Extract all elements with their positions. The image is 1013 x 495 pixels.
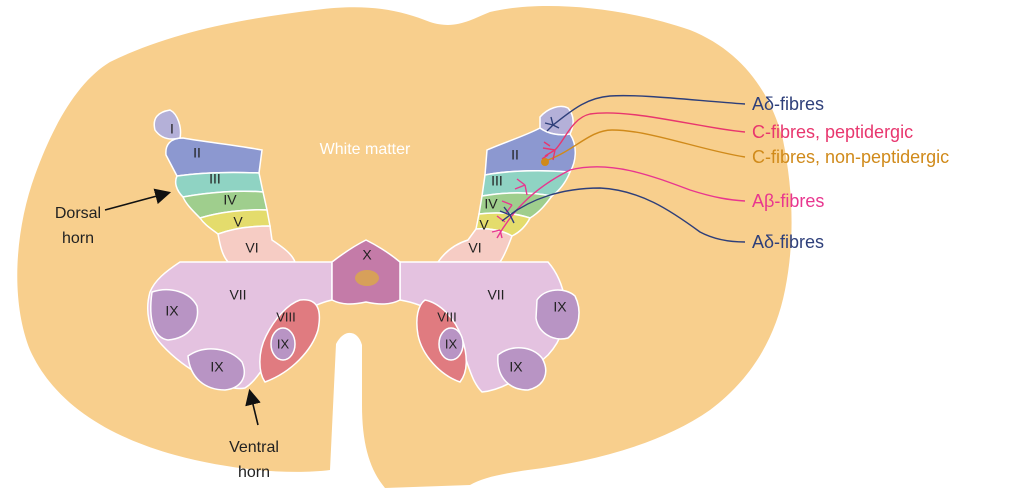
- lamina-label-IV-right: IV: [484, 196, 498, 212]
- lamina-label-V-left: V: [233, 214, 243, 230]
- lamina-label-II-left: II: [193, 145, 201, 161]
- lamina-label-III-right: III: [491, 173, 503, 189]
- white-matter-label: White matter: [320, 141, 411, 158]
- lamina-label-VII-right: VII: [487, 287, 504, 303]
- ventral-horn-label-line2: horn: [238, 464, 270, 481]
- fibre-label-adelta-upper: Aδ-fibres: [752, 94, 824, 114]
- lamina-label-IX-left-medial: IX: [277, 336, 290, 351]
- terminal-c-nonpeptidergic-dot: [541, 158, 549, 166]
- fibre-label-adelta-lower: Aδ-fibres: [752, 232, 824, 252]
- lamina-label-X: X: [362, 247, 372, 263]
- lamina-label-IX-left-ventral: IX: [210, 359, 224, 375]
- fibre-label-abeta: Aβ-fibres: [752, 191, 824, 211]
- lamina-label-VIII-right: VIII: [437, 309, 457, 324]
- lamina-label-IV-left: IV: [223, 192, 237, 208]
- lamina-label-VI-right: VI: [468, 240, 481, 256]
- lamina-label-IX-right-medial: IX: [445, 336, 458, 351]
- dorsal-horn-label-line1: Dorsal: [55, 205, 101, 222]
- dorsal-horn-label-line2: horn: [62, 230, 94, 247]
- lamina-label-VII-left: VII: [229, 287, 246, 303]
- lamina-label-I-left: I: [170, 121, 174, 137]
- lamina-label-II-right: II: [511, 147, 519, 163]
- fibre-label-c-peptidergic: C-fibres, peptidergic: [752, 122, 913, 142]
- white-matter: [17, 6, 791, 488]
- lamina-label-IX-left-lateral: IX: [165, 303, 179, 319]
- fibre-label-c-nonpeptidergic: C-fibres, non-peptidergic: [752, 147, 949, 167]
- lamina-label-IX-right-lateral: IX: [553, 299, 567, 315]
- lamina-label-VI-left: VI: [245, 240, 258, 256]
- lamina-label-IX-right-ventral: IX: [509, 359, 523, 375]
- lamina-label-V-right: V: [479, 217, 489, 233]
- ventral-horn-label-line1: Ventral: [229, 439, 279, 456]
- lamina-label-VIII-left: VIII: [276, 309, 296, 324]
- central-canal: [355, 270, 379, 286]
- lamina-label-III-left: III: [209, 171, 221, 187]
